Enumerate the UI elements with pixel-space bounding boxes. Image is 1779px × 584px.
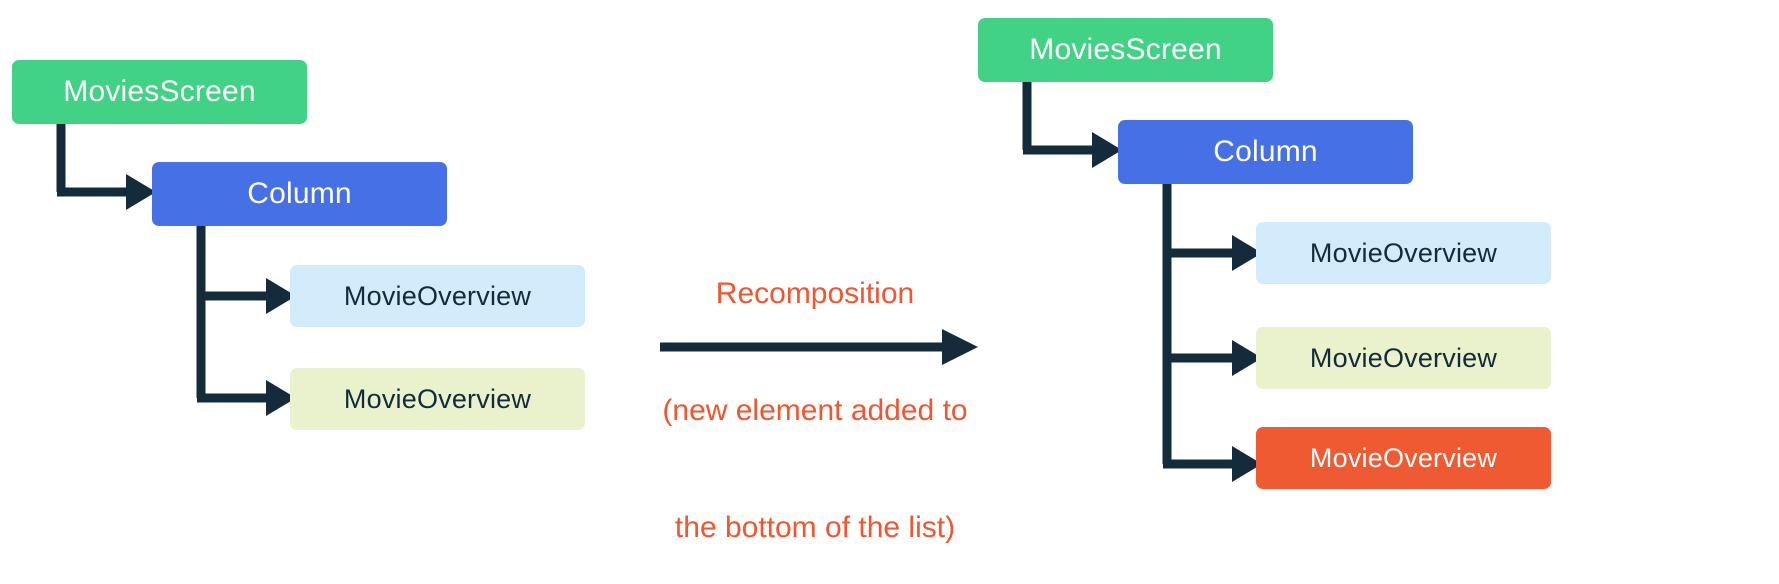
before-node-moviesscreen[interactable]: MoviesScreen [12, 60, 307, 124]
after-node-moviesscreen-label: MoviesScreen [1029, 33, 1222, 66]
after-node-movieoverview-1-label: MovieOverview [1309, 237, 1498, 268]
after-node-movieoverview-1[interactable]: MovieOverview [1256, 222, 1551, 284]
recomposition-caption-line-3: the bottom of the list) [674, 511, 956, 544]
after-node-movieoverview-2-label: MovieOverview [1309, 342, 1498, 373]
recomposition-caption: Recomposition (new element added to the … [650, 196, 980, 584]
before-edge-screen-to-column [56, 124, 156, 210]
after-node-movieoverview-3-new[interactable]: MovieOverview [1256, 427, 1551, 489]
before-node-movieoverview-2-label: MovieOverview [343, 383, 532, 414]
after-node-column-label: Column [1213, 135, 1318, 168]
after-node-column[interactable]: Column [1118, 120, 1413, 184]
after-node-moviesscreen[interactable]: MoviesScreen [978, 18, 1273, 82]
after-edge-screen-to-column [1022, 82, 1122, 168]
before-node-column-label: Column [247, 177, 352, 210]
recomposition-caption-line-1: Recomposition [715, 277, 915, 310]
before-node-column[interactable]: Column [152, 162, 447, 226]
before-node-movieoverview-1-label: MovieOverview [343, 280, 532, 311]
after-node-movieoverview-3-label: MovieOverview [1309, 442, 1498, 473]
before-node-movieoverview-2[interactable]: MovieOverview [290, 368, 585, 430]
recomposition-caption-line-2: (new element added to [662, 394, 968, 427]
before-node-moviesscreen-label: MoviesScreen [63, 75, 256, 108]
after-node-movieoverview-2[interactable]: MovieOverview [1256, 327, 1551, 389]
before-node-movieoverview-1[interactable]: MovieOverview [290, 265, 585, 327]
